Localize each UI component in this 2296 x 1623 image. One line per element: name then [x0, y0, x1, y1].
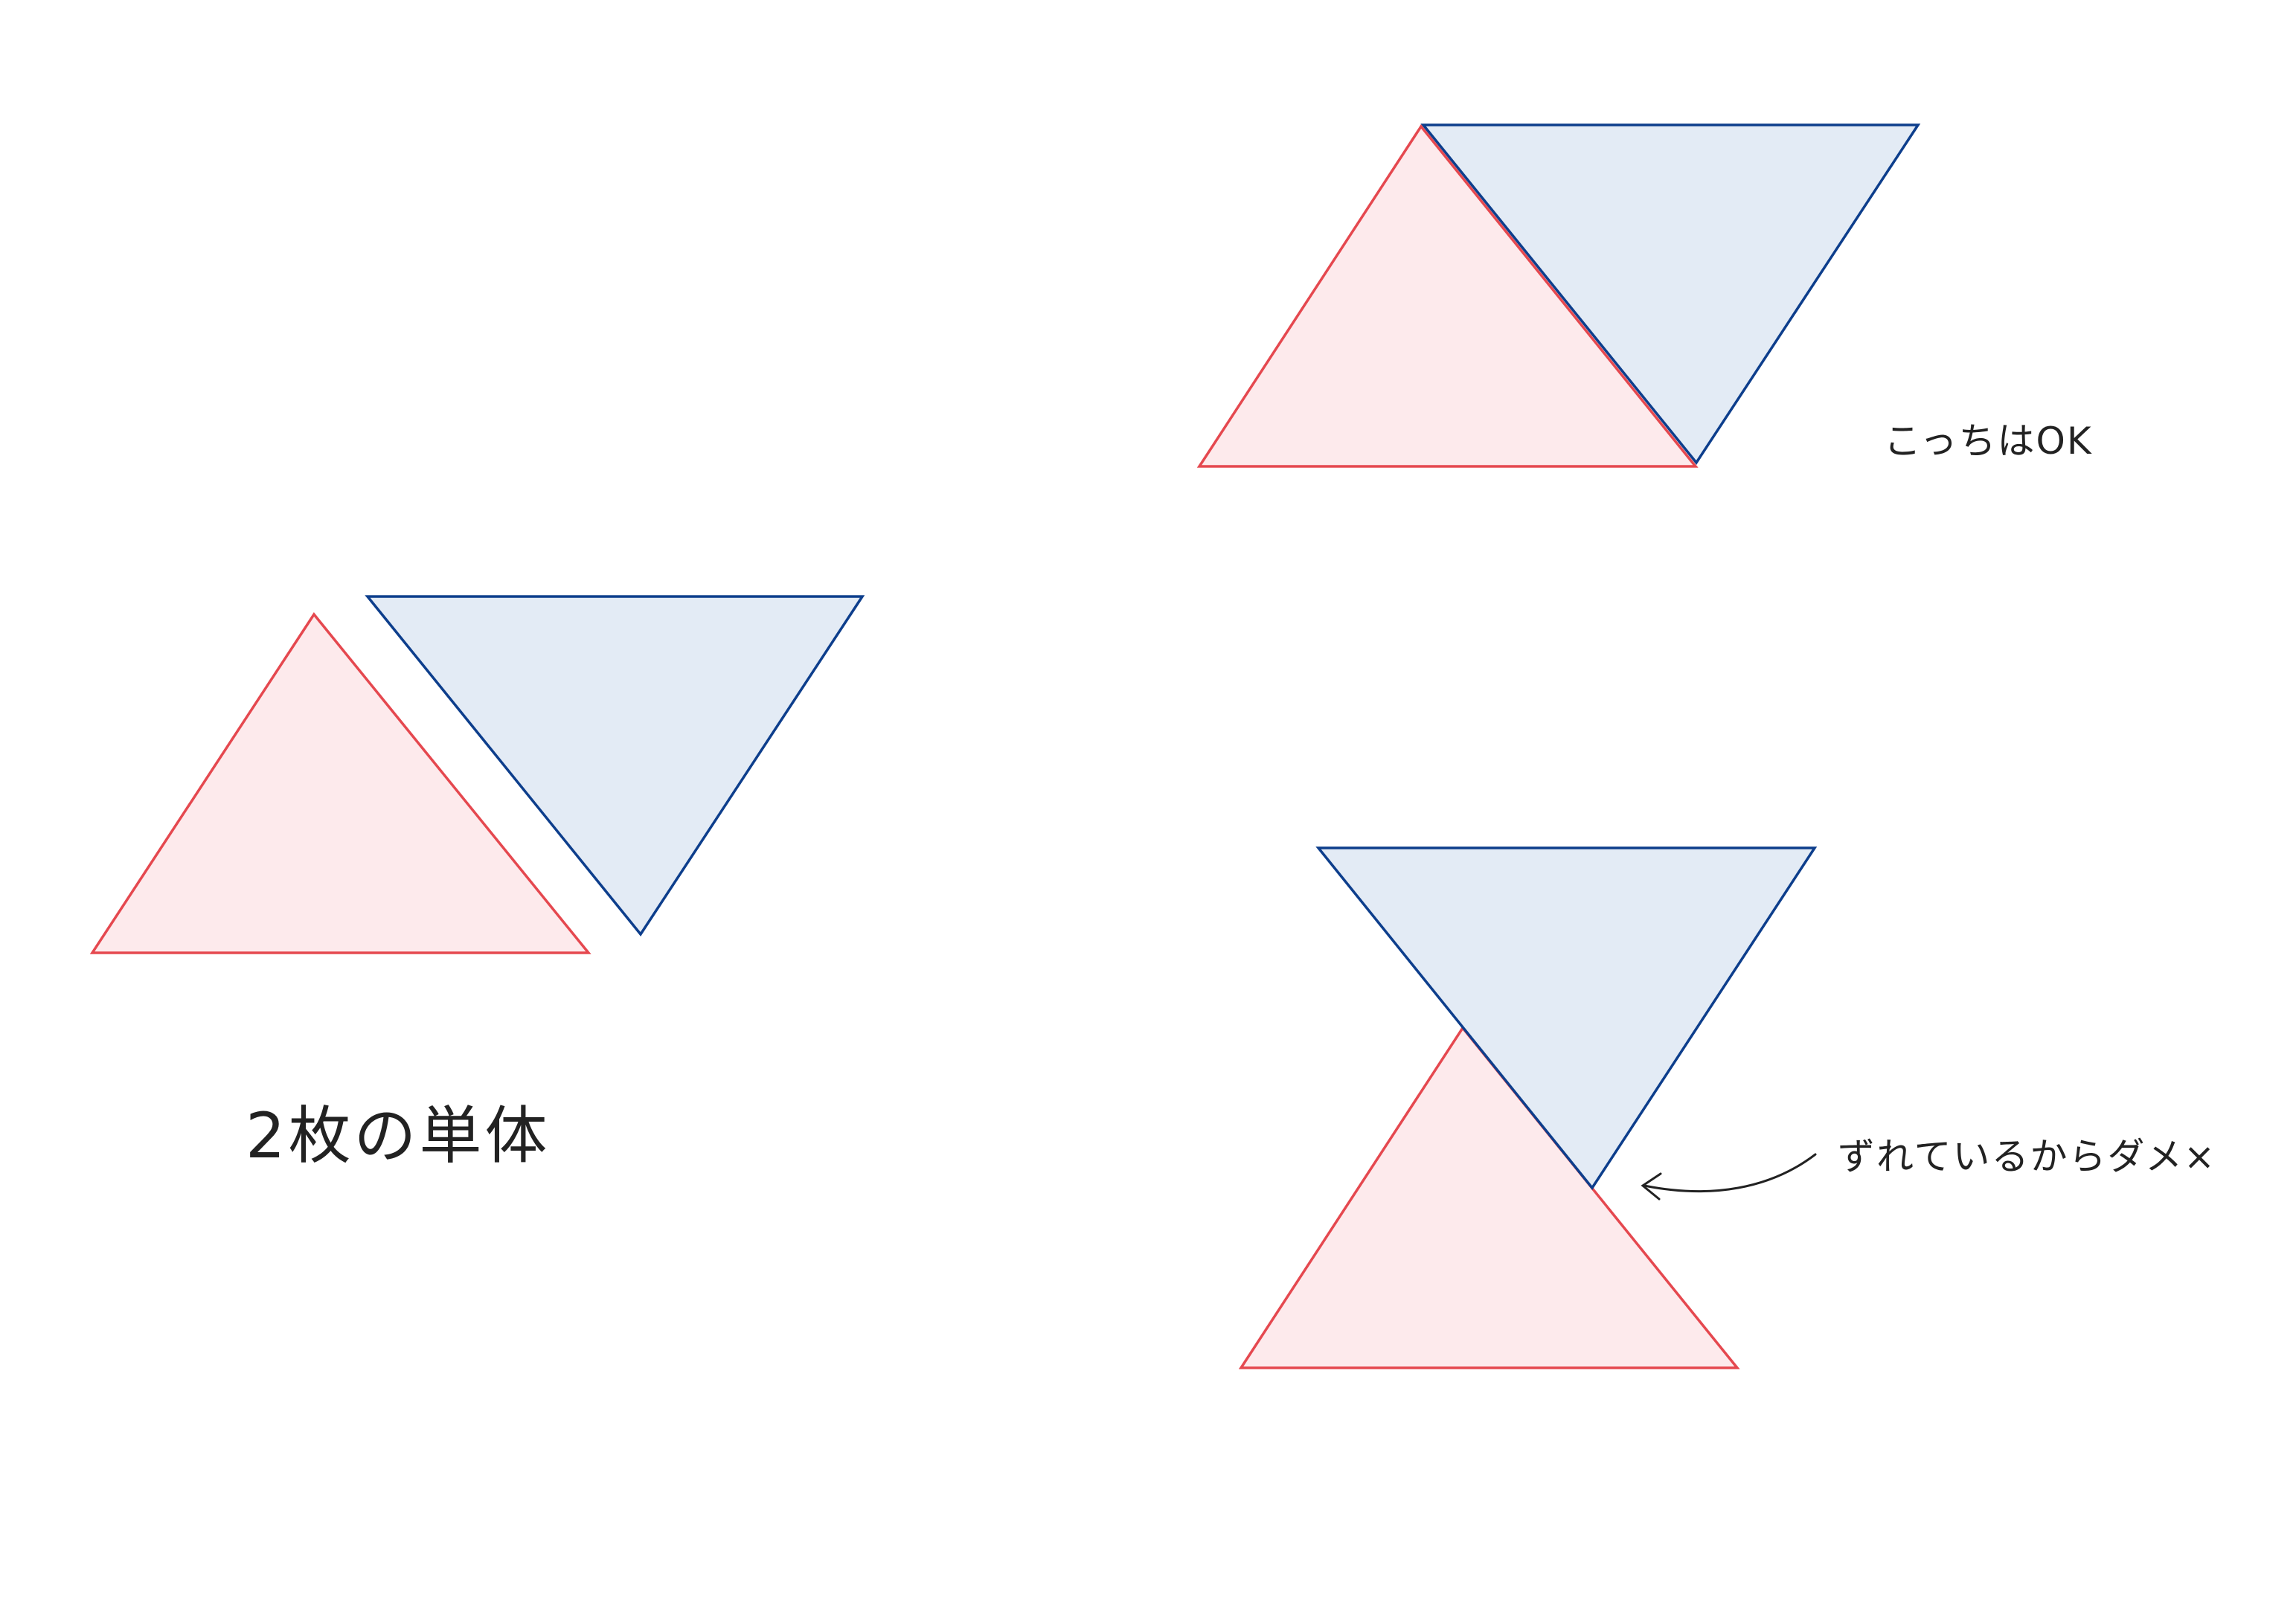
single-pieces-label: 2枚の単体 — [246, 1099, 550, 1172]
blue-triangle-separate — [365, 595, 865, 936]
ng-label: ずれているからダメ× — [1838, 1135, 2216, 1178]
red-triangle-misaligned — [1238, 1026, 1740, 1369]
aligned-pair — [1196, 123, 1921, 468]
red-triangle-separate — [89, 612, 591, 954]
red-triangle-aligned — [1196, 124, 1699, 468]
misaligned-pair — [1238, 846, 1818, 1369]
arrow-icon — [1641, 1153, 1817, 1201]
separate-pair — [89, 595, 865, 954]
blue-triangle-aligned — [1420, 123, 1921, 465]
blue-triangle-misaligned — [1315, 846, 1818, 1190]
ok-label: こっちはOK — [1884, 420, 2093, 463]
